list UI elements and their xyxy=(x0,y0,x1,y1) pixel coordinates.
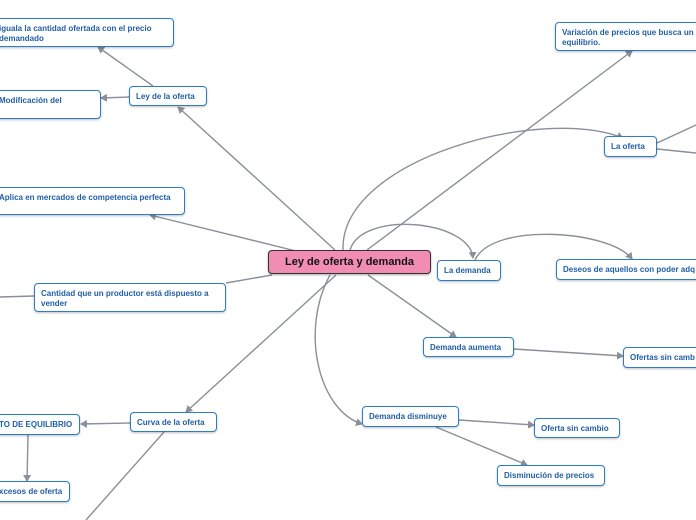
link-center-demanda-aumenta xyxy=(367,274,457,338)
node-ofertas-sin-cambio[interactable]: Ofertas sin camb xyxy=(623,347,696,368)
node-excesos-de-oferta[interactable]: xcesos de oferta xyxy=(0,481,70,502)
link-disminuye-disminucion xyxy=(435,426,528,467)
link-curva-punto xyxy=(80,419,131,428)
node-deseos-poder-adquisitivo[interactable]: Deseos de aquellos con poder adq xyxy=(556,259,696,280)
link-center-variacion xyxy=(366,50,633,251)
link-disminuye-oferta xyxy=(458,419,535,429)
link-la-oferta-right-a xyxy=(656,124,696,144)
link-punto-excesos xyxy=(23,434,32,482)
link-ley-oferta-iguala xyxy=(97,46,154,87)
link-center-demanda-disminuye xyxy=(314,274,363,426)
link-ley-oferta-modificacion xyxy=(100,93,130,102)
link-center-la-demanda xyxy=(349,223,477,259)
node-ley-de-la-oferta[interactable]: Ley de la oferta xyxy=(129,86,207,106)
node-iguala-cantidad[interactable]: iguala la cantidad ofertada con el preci… xyxy=(0,18,174,47)
link-center-la-oferta xyxy=(342,127,624,251)
link-curva-down xyxy=(85,431,165,520)
node-la-demanda[interactable]: La demanda xyxy=(437,260,501,281)
node-cantidad-productor[interactable]: Cantidad que un productor está dispuesto… xyxy=(34,283,226,312)
node-modificacion[interactable]: Modificación del xyxy=(0,90,101,119)
node-demanda-disminuye[interactable]: Demanda disminuye xyxy=(362,406,459,427)
link-la-oferta-right-b xyxy=(656,148,696,154)
link-center-cantidad xyxy=(225,274,273,284)
central-topic[interactable]: Ley de oferta y demanda xyxy=(268,250,431,274)
node-punto-de-equilibrio[interactable]: TO DE EQUILIBRIO xyxy=(0,414,80,435)
link-aumenta-ofertas xyxy=(513,348,624,360)
node-variacion-de-precios[interactable]: Variación de precios que busca un equili… xyxy=(555,22,696,51)
node-demanda-aumenta[interactable]: Demanda aumenta xyxy=(423,337,514,357)
node-disminucion-de-precios[interactable]: Disminución de precios xyxy=(497,465,605,486)
link-center-ley-oferta xyxy=(177,106,336,251)
link-center-curva xyxy=(185,274,337,413)
node-aplica-mercados[interactable]: Aplica en mercados de competencia perfec… xyxy=(0,187,185,215)
node-curva-de-la-oferta[interactable]: Curva de la oferta xyxy=(130,412,217,432)
link-la-demanda-deseos xyxy=(474,233,633,261)
node-oferta-sin-cambio[interactable]: Oferta sin cambio xyxy=(534,418,620,438)
link-cantidad-left xyxy=(0,295,35,298)
link-center-aplica xyxy=(149,212,297,252)
node-la-oferta[interactable]: La oferta xyxy=(604,136,657,157)
